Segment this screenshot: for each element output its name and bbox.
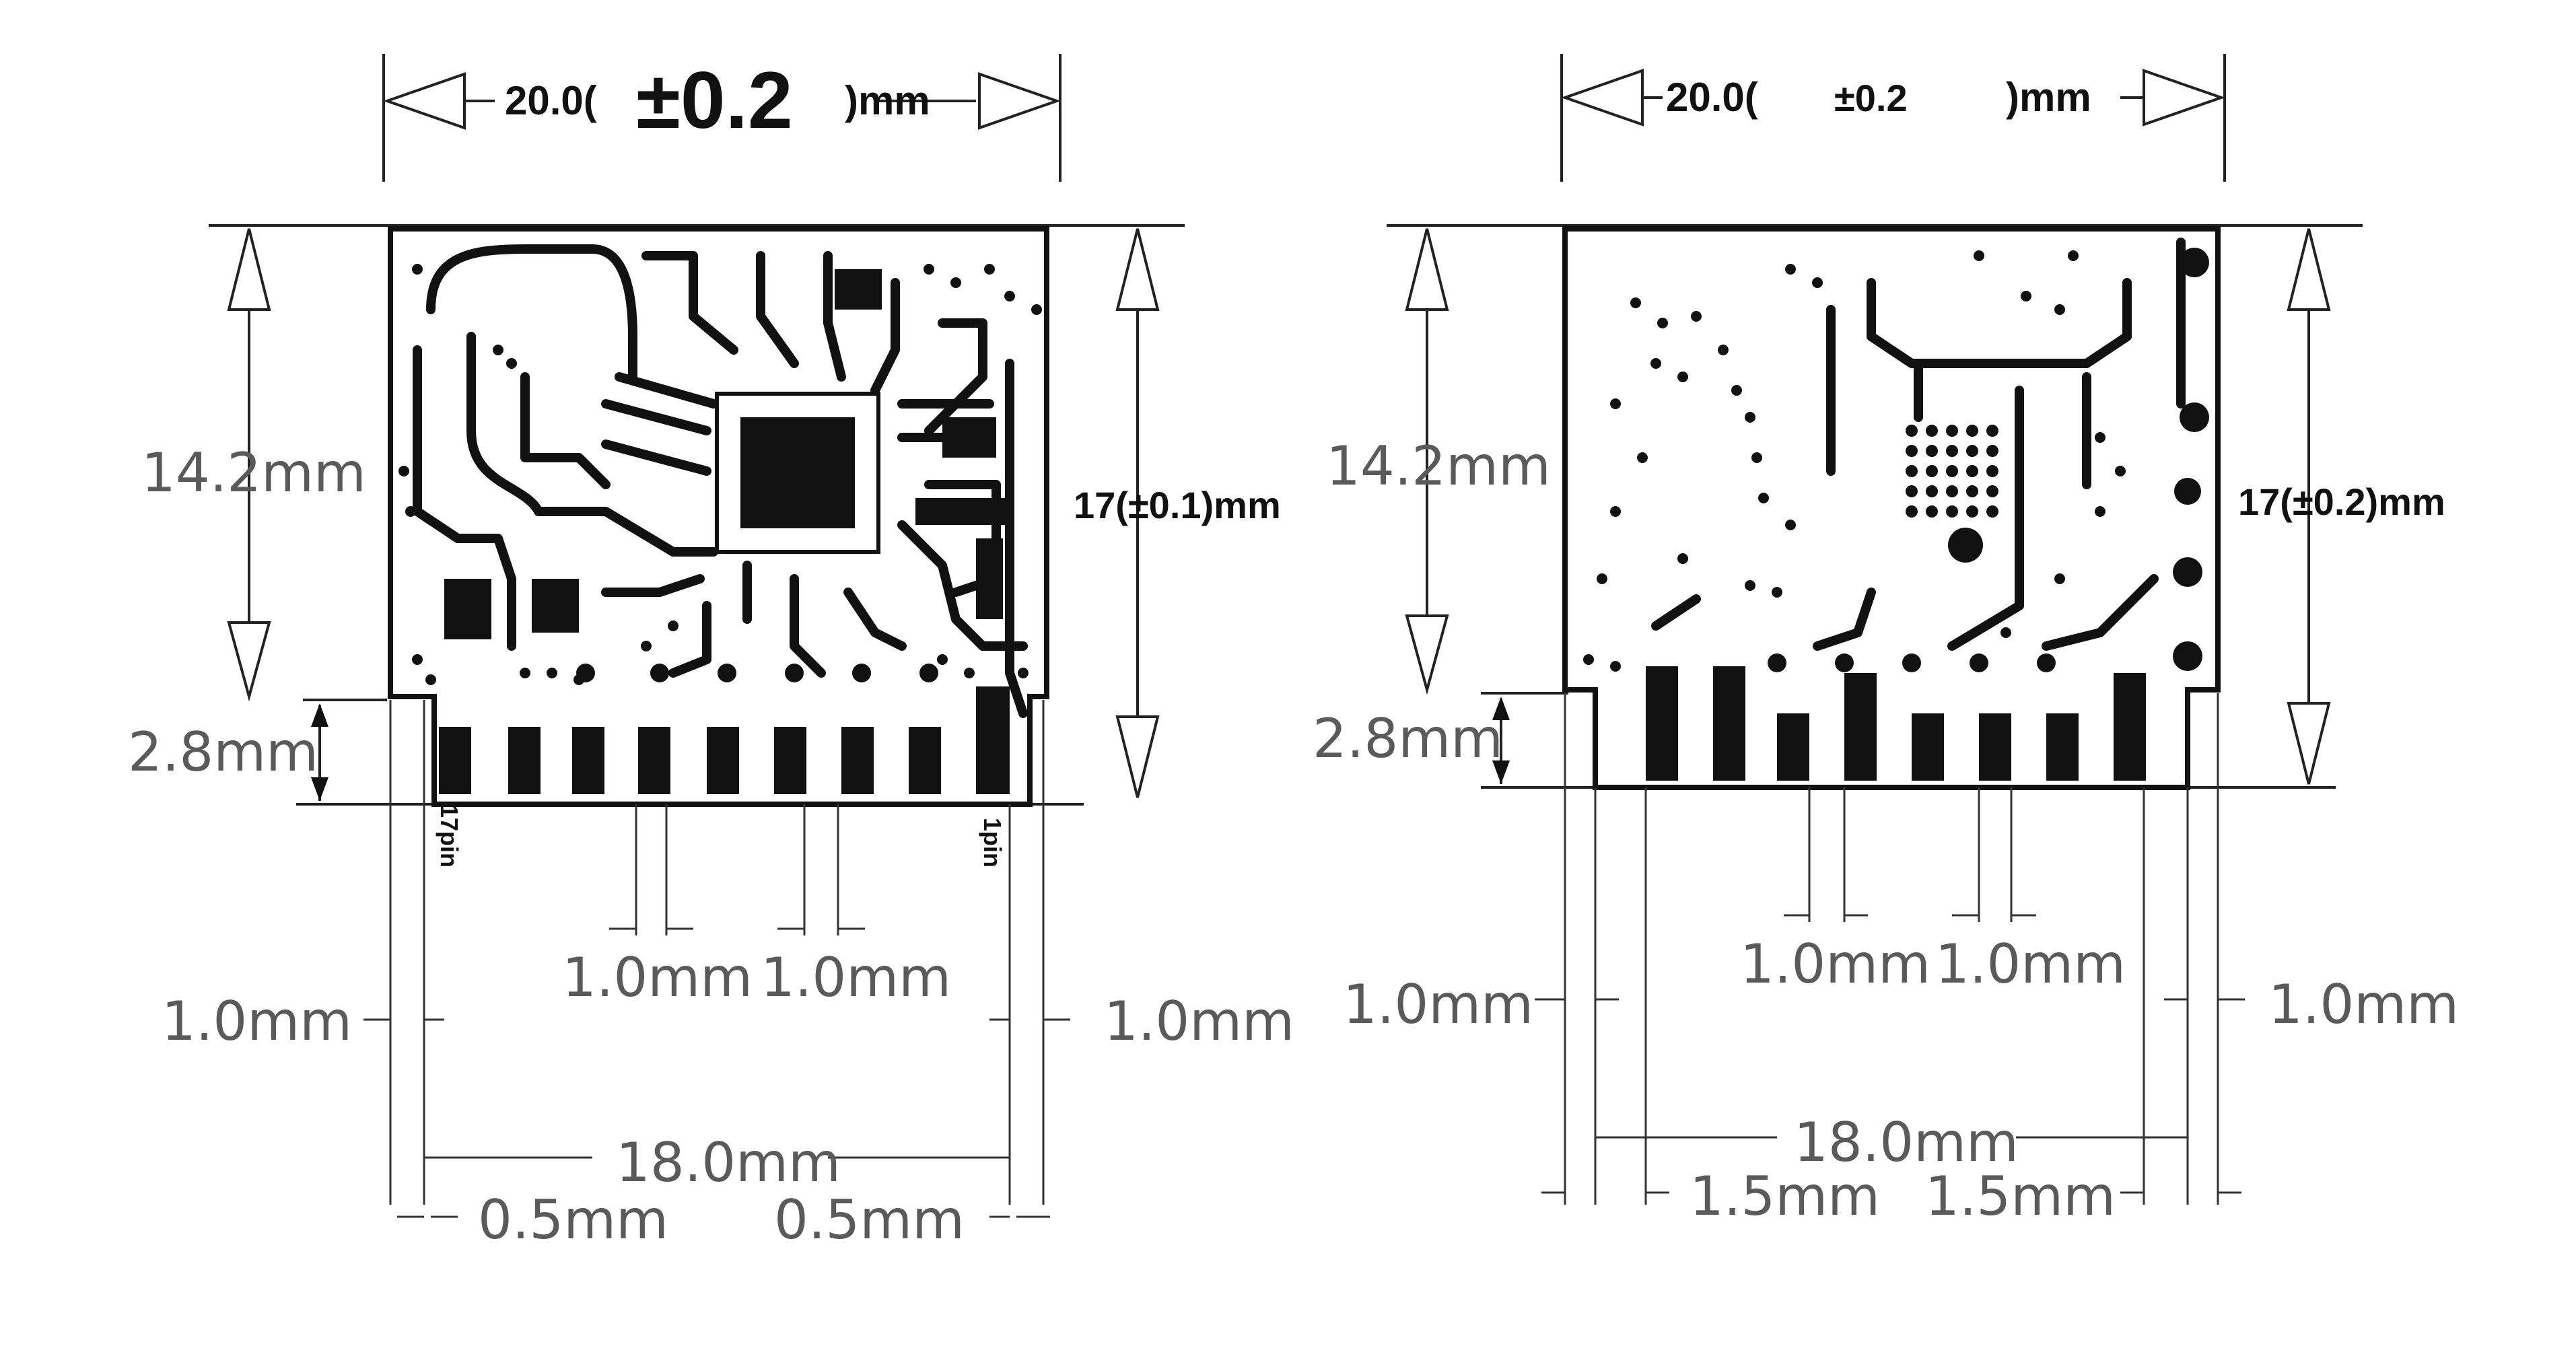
pin-b3 [1777, 713, 1809, 781]
body-height-label: 14.2mm [141, 441, 366, 504]
pin-17-label: 17pin [436, 804, 463, 867]
pin-9 [707, 727, 739, 794]
pin-b6 [1979, 713, 2011, 781]
pin-11 [638, 727, 670, 794]
pin-3 [909, 727, 941, 794]
bottom-span-label: 18.0mm [1794, 1111, 2019, 1174]
width-unit: )mm [845, 78, 930, 123]
pin-b5 [1912, 713, 1944, 781]
pin-5 [841, 727, 874, 794]
pin-1 [976, 686, 1010, 794]
span-label: 18.0mm [616, 1131, 841, 1194]
width-arrow-left [382, 72, 466, 130]
bottom-total-height-arrow-top [2287, 228, 2331, 311]
bottom-pin-pitch-right-label: 1.0mm [1935, 933, 2126, 995]
bottom-pin-height-label: 2.8mm [1313, 707, 1503, 770]
bottom-offset-left-label: 1.5mm [1690, 1165, 1880, 1228]
width-label: 20.0( [505, 78, 597, 123]
pin-17 [439, 727, 471, 794]
offset-left-label: 0.5mm [478, 1189, 668, 1251]
width-arrow-right [978, 72, 1061, 130]
pin-b2 [1713, 666, 1745, 781]
bottom-width-arrow-left [1560, 69, 1644, 127]
bottom-view-pins [1646, 666, 2146, 781]
pin-b7 [2046, 713, 2079, 781]
top-view-drawing: 20.0( ±0.2 )mm 14.2mm 17(±0.1)mm 2.8mm [128, 54, 1294, 1251]
bottom-total-height-arrow-bottom [2287, 702, 2331, 785]
bottom-edge-left-label: 1.0mm [1343, 973, 1533, 1036]
bottom-width-unit: )mm [2006, 75, 2091, 120]
body-height-arrow-top [227, 228, 271, 311]
total-height-arrow-top [1115, 228, 1160, 311]
bottom-width-label: 20.0( [1666, 75, 1758, 120]
edge-left-label: 1.0mm [162, 990, 352, 1053]
offset-right-label: 0.5mm [774, 1189, 965, 1251]
pin-15 [508, 727, 541, 794]
pin-7 [774, 727, 806, 794]
bottom-body-height-label: 14.2mm [1326, 435, 1551, 497]
bottom-edge-right-label: 1.0mm [2268, 973, 2459, 1036]
bottom-width-arrow-right [2143, 69, 2226, 127]
bottom-body-height-arrow-bottom [1405, 614, 1449, 695]
pin-height-label: 2.8mm [128, 721, 318, 783]
edge-right-label: 1.0mm [1104, 990, 1294, 1053]
pin-pitch-right-label: 1.0mm [761, 946, 951, 1009]
pin-b8 [2114, 673, 2146, 781]
pin-13 [572, 727, 604, 794]
total-height-label: 17(±0.1)mm [1074, 484, 1281, 526]
bottom-offset-right-label: 1.5mm [1925, 1165, 2116, 1228]
body-height-arrow-bottom [227, 621, 271, 702]
bottom-pin-pitch-left-label: 1.0mm [1740, 933, 1930, 995]
main-chip [740, 417, 855, 528]
bottom-total-height-label: 17(±0.2)mm [2238, 481, 2445, 523]
pin-1-label: 1pin [979, 818, 1006, 867]
width-tolerance: ±0.2 [636, 55, 793, 145]
pin-b1 [1646, 666, 1678, 781]
pin-b4 [1844, 673, 1877, 781]
top-view-pins [439, 686, 1010, 794]
bottom-view-drawing: 20.0( ±0.2 )mm 14.2mm 17(±0.2)mm 2.8mm [1313, 54, 2459, 1228]
bottom-width-tolerance: ±0.2 [1834, 77, 1908, 119]
pin-pitch-left-label: 1.0mm [562, 946, 753, 1009]
total-height-arrow-bottom [1115, 715, 1160, 798]
bottom-body-height-arrow-top [1405, 228, 1449, 311]
